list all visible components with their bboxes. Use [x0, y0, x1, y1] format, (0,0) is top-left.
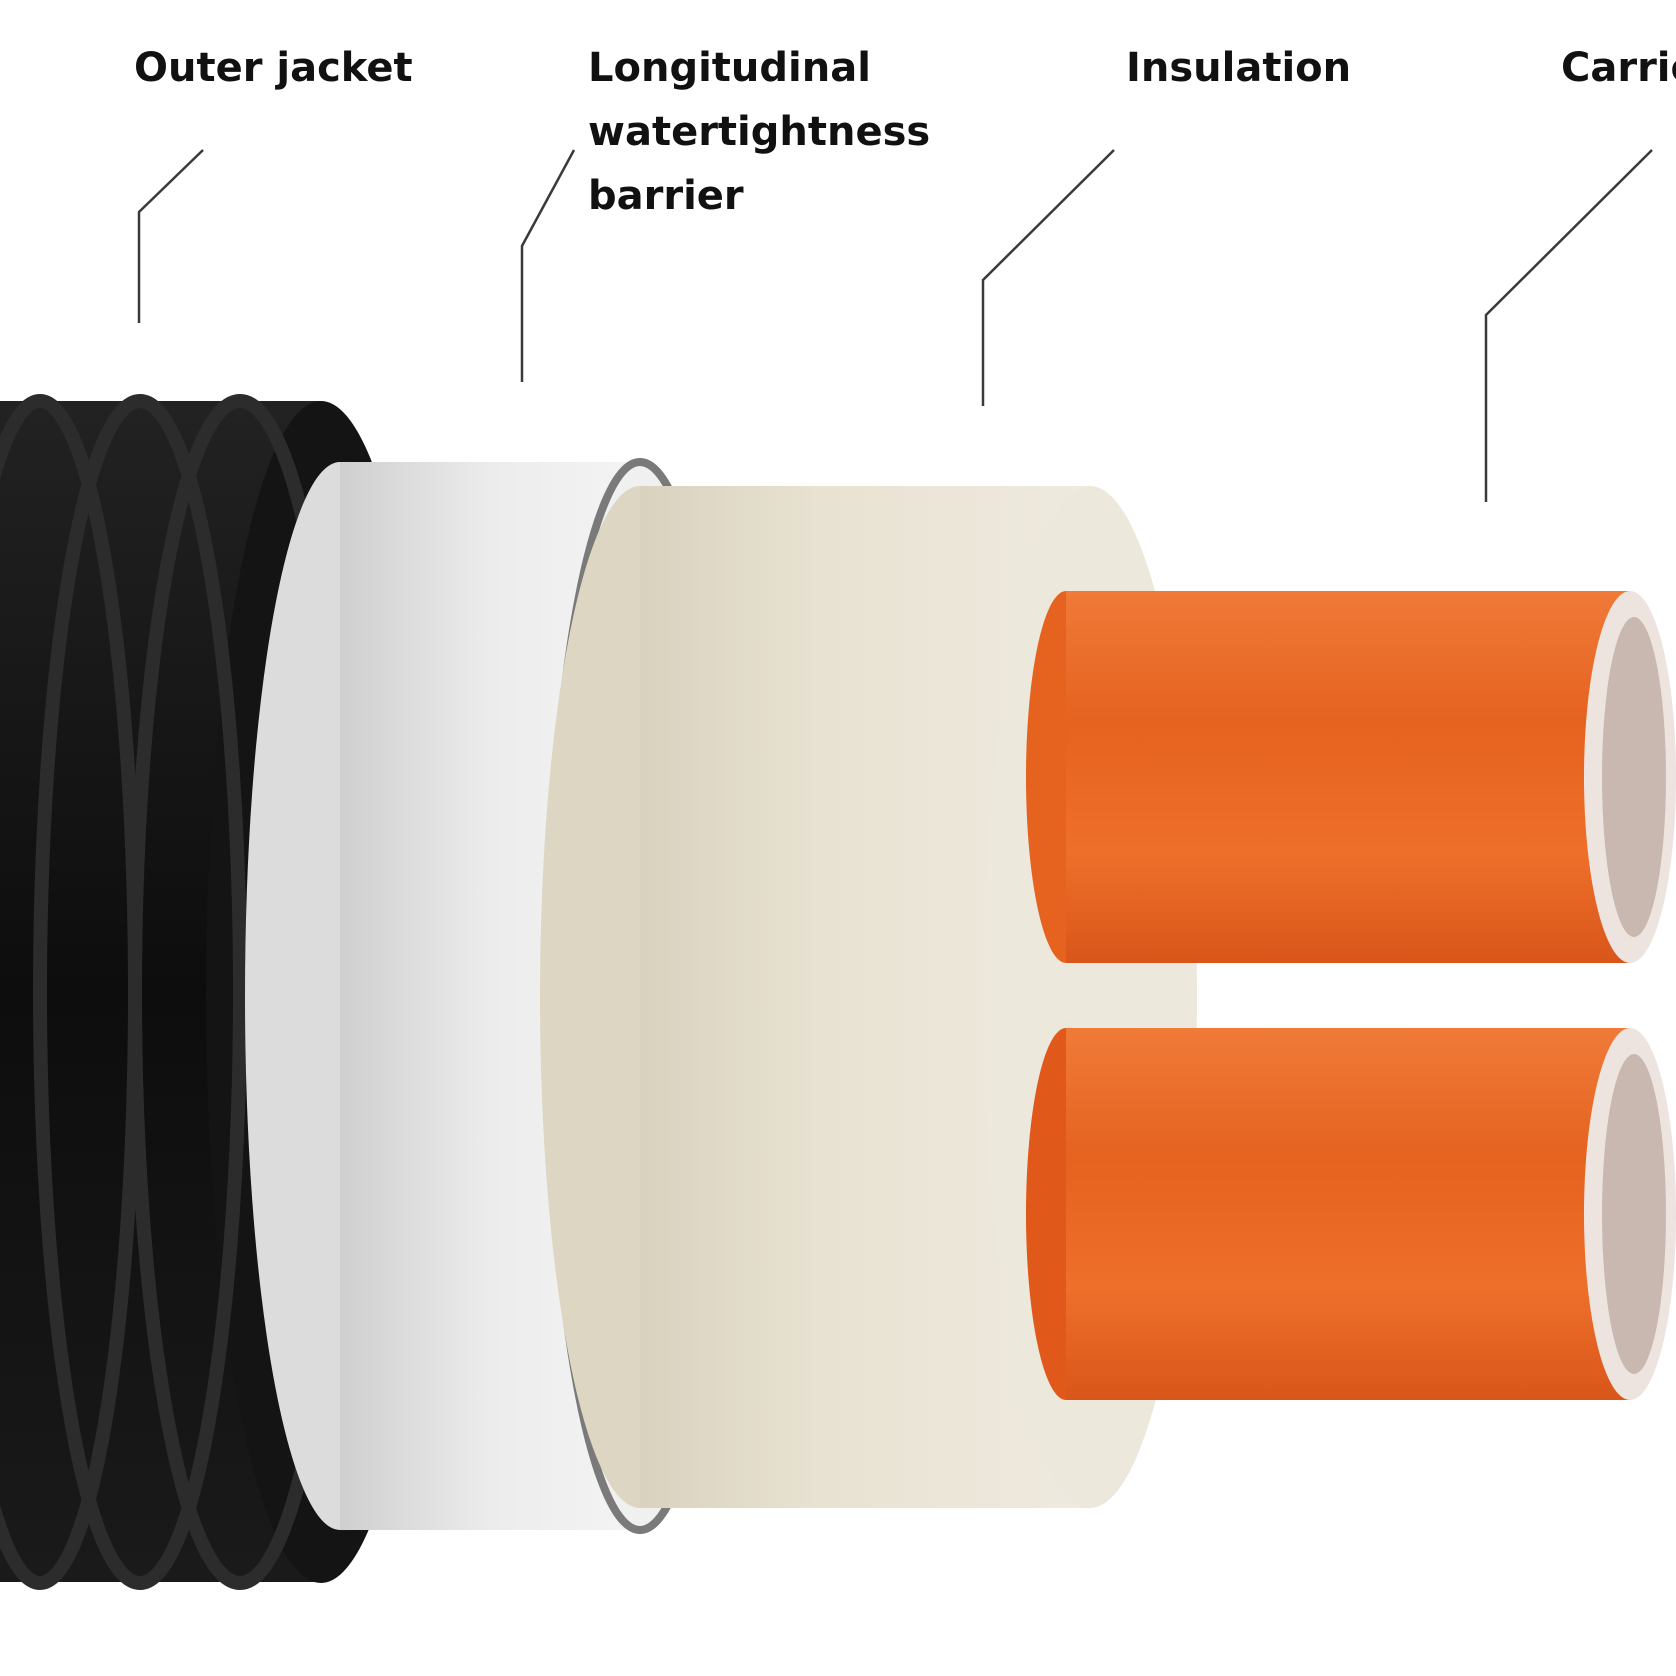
label-outer-jacket: Outer jacket — [134, 45, 413, 91]
leader-line-insulation — [981, 149, 1115, 406]
jacket-rib — [33, 394, 247, 1590]
label-barrier-line3: barrier — [588, 173, 744, 219]
label-barrier-line2: watertightness — [588, 109, 931, 155]
carrier-pipe-top — [1026, 591, 1676, 963]
label-carrier: Carrier pipe — [1561, 45, 1676, 91]
label-insulation: Insulation — [1126, 45, 1352, 91]
label-barrier-line1: Longitudinal — [588, 45, 871, 91]
carrier-pipe-bottom — [1026, 1028, 1676, 1400]
label-barrier: Longitudinal watertightness barrier — [588, 36, 930, 228]
leader-line-barrier — [520, 149, 576, 382]
leader-line-outer-jacket — [137, 149, 204, 323]
leader-line-carrier — [1484, 149, 1653, 502]
